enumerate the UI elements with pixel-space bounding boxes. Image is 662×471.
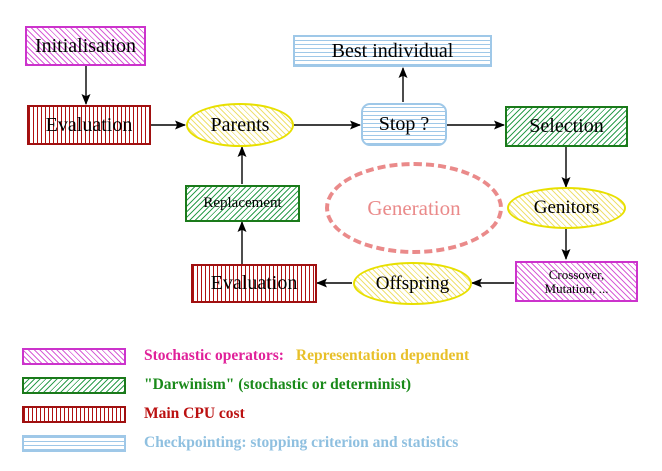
node-selection-label: Selection [529, 115, 604, 138]
node-stop[interactable]: Stop ? [361, 103, 447, 146]
legend-row-checkpointing: Checkpointing: stopping criterion and st… [0, 431, 662, 455]
legend-swatch-blue-horizontal-hatch [22, 434, 126, 452]
node-selection[interactable]: Selection [505, 106, 628, 147]
legend-label-checkpointing: Checkpointing: stopping criterion and st… [144, 434, 459, 451]
node-evaluation-bottom[interactable]: Evaluation [191, 264, 317, 303]
node-parents-label: Parents [210, 113, 270, 136]
node-genitors-label: Genitors [533, 197, 600, 219]
node-variation-label-line1: Crossover, [548, 267, 605, 283]
node-replacement-label: Replacement [203, 194, 282, 211]
node-genitors[interactable]: Genitors [507, 187, 626, 229]
node-best-individual-label: Best individual [331, 39, 454, 62]
node-parents[interactable]: Parents [186, 103, 294, 147]
node-best-individual[interactable]: Best individual [293, 35, 492, 67]
node-evaluation-top[interactable]: Evaluation [27, 105, 151, 145]
legend-swatch-magenta-diagonal-hatch [22, 347, 126, 365]
node-offspring-label: Offspring [375, 272, 450, 294]
legend-swatch-green-diagonal-hatch [22, 376, 126, 394]
legend-label-representation-dependent: Representation dependent [295, 347, 470, 364]
legend-label-stochastic-operators: Stochastic operators: [144, 347, 284, 364]
node-generation-label: Generation [367, 195, 461, 220]
legend-swatch-red-vertical-hatch [22, 405, 126, 423]
node-stop-label: Stop ? [378, 113, 430, 136]
node-initialisation[interactable]: Initialisation [25, 26, 146, 66]
node-evaluation-top-label: Evaluation [45, 113, 133, 136]
node-variation-label-line2: Mutation, ... [544, 280, 609, 296]
legend-row-stochastic-operators: Stochastic operators: Representation dep… [0, 344, 662, 368]
node-evaluation-bottom-label: Evaluation [210, 272, 298, 295]
node-initialisation-label: Initialisation [34, 34, 137, 57]
node-replacement[interactable]: Replacement [185, 185, 300, 222]
node-variation[interactable]: Crossover, Mutation, ... [515, 261, 638, 302]
legend-row-main-cpu-cost: Main CPU cost [0, 402, 662, 426]
node-offspring[interactable]: Offspring [353, 262, 472, 305]
node-generation-annotation: Generation [325, 162, 503, 254]
legend-label-main-cpu-cost: Main CPU cost [144, 405, 245, 422]
legend-label-darwinism: "Darwinism" (stochastic or determinist) [144, 376, 412, 393]
legend-row-darwinism: "Darwinism" (stochastic or determinist) [0, 373, 662, 397]
